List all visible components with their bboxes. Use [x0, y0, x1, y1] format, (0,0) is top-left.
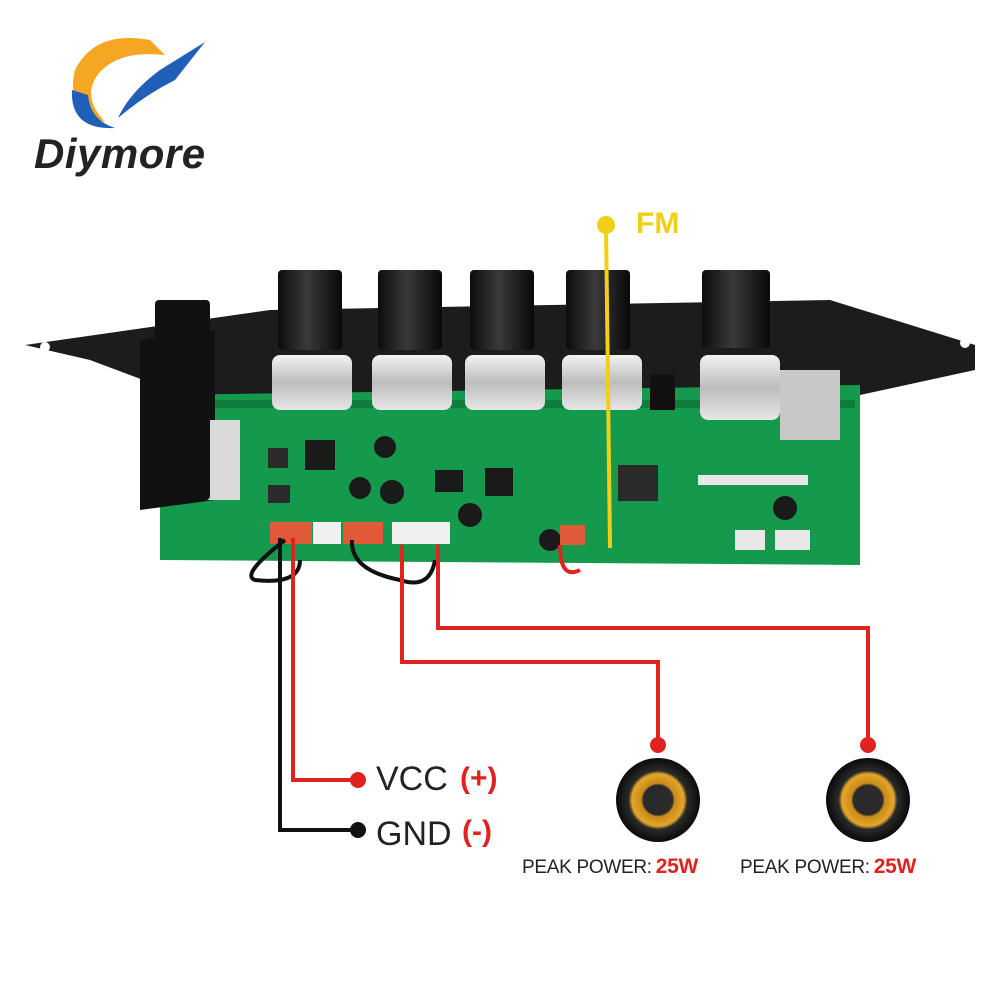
- vcc-sign: (+): [460, 762, 498, 795]
- gnd-sign: (-): [462, 815, 492, 848]
- power-wiring: [278, 538, 356, 832]
- gnd-terminal-dot: [350, 822, 366, 838]
- speaker-2-icon: [826, 758, 910, 842]
- peak-power-value: 25W: [655, 855, 699, 878]
- vcc-terminal-dot: [350, 772, 366, 788]
- speaker-1-peak-power: PEAK POWER:25W: [522, 855, 698, 879]
- potentiometer-knobs: [272, 270, 780, 420]
- vcc-label: VCC: [376, 760, 448, 798]
- fm-antenna-marker: [597, 216, 615, 549]
- speaker-1-icon: [616, 758, 700, 842]
- brand-name: Diymore: [34, 130, 206, 177]
- speaker-1-terminal-dot: [650, 737, 666, 753]
- peak-power-label: PEAK POWER:: [522, 857, 652, 878]
- board-wires: [249, 538, 581, 585]
- peak-power-label: PEAK POWER:: [740, 857, 870, 878]
- brand-logo: [71, 38, 205, 129]
- gnd-label: GND: [376, 815, 452, 853]
- speaker-wiring: [400, 545, 870, 742]
- audio-jack: [155, 300, 210, 500]
- peak-power-value: 25W: [873, 855, 917, 878]
- speaker-2-terminal-dot: [860, 737, 876, 753]
- speaker-2-peak-power: PEAK POWER:25W: [740, 855, 916, 879]
- fm-label: FM: [636, 207, 680, 240]
